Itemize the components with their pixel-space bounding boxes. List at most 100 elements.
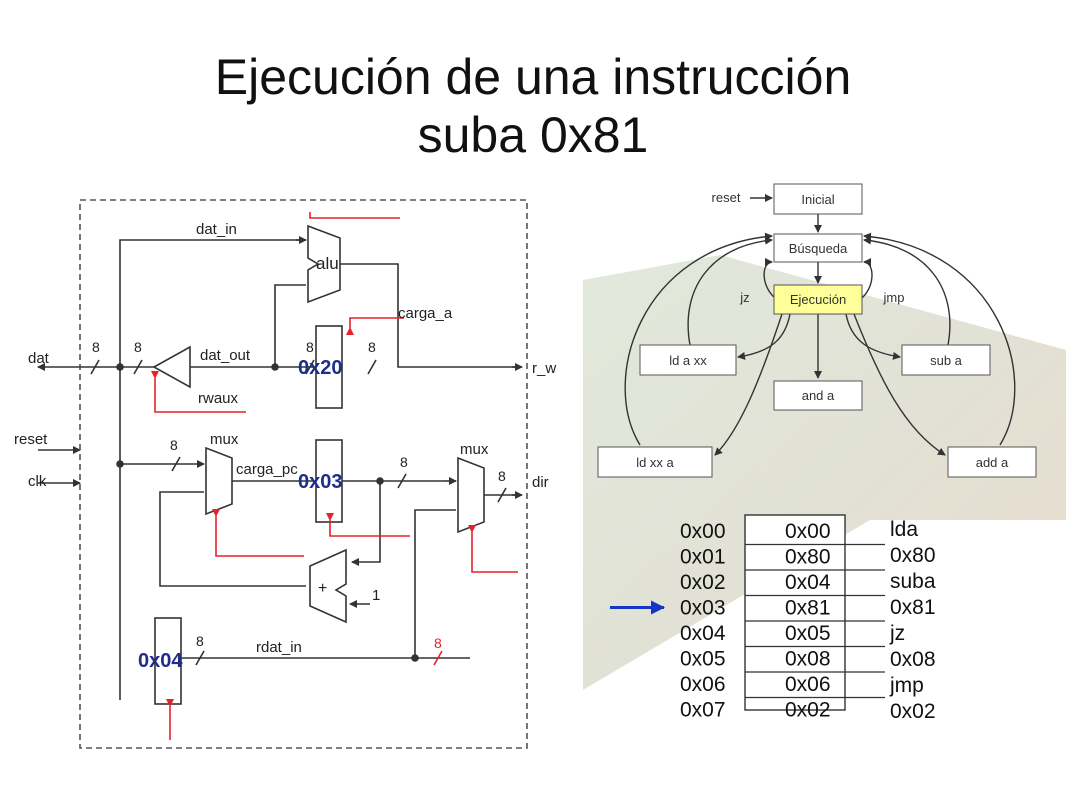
bus-width-label: 8 — [196, 633, 204, 649]
slide-title: Ejecución de una instrucción suba 0x81 — [0, 48, 1066, 164]
mux-1 — [205, 446, 233, 516]
state-anda-label: and a — [802, 388, 835, 403]
memory-value: 0x05 — [785, 622, 831, 645]
bus-slashes — [90, 359, 507, 666]
bus-width-label: 8 — [368, 339, 376, 355]
state-inicial — [773, 183, 863, 215]
edge-to-ldxx — [714, 313, 783, 456]
memory-value: 0x02 — [785, 699, 831, 722]
memory-address: 0x00 — [680, 520, 726, 543]
state-busqueda-label: Búsqueda — [789, 241, 848, 256]
register-pc — [315, 439, 343, 523]
wire-dat-in — [119, 239, 306, 700]
mux-2 — [457, 456, 485, 534]
state-anda — [773, 380, 863, 411]
label-rdat-in: rdat_in — [256, 639, 302, 656]
label-plus: + — [318, 580, 327, 597]
edge-to-lda — [737, 313, 791, 360]
alu-block — [307, 224, 341, 304]
state-suba — [901, 344, 991, 376]
junction — [411, 654, 419, 662]
state-machine: Inicial Búsqueda Ejecución ld a xx sub a… — [597, 183, 1037, 478]
bus-width-label: 8 — [498, 468, 506, 484]
decoded-instruction: 0x02 — [890, 700, 936, 723]
memory-address: 0x05 — [680, 648, 726, 671]
memory-value: 0x00 — [785, 520, 831, 543]
state-suba-label: sub a — [930, 353, 963, 368]
edge-label-reset: reset — [712, 190, 741, 205]
bus-width-label: 8 — [170, 437, 178, 453]
memory-value: 0x04 — [785, 571, 831, 594]
edge-adda-back — [863, 232, 1016, 446]
bus-width-labels: 8 8 8 8 8 8 8 8 — [92, 339, 506, 649]
edge-lda-back — [687, 236, 773, 346]
bus-width-label: 8 — [400, 454, 408, 470]
label-dat-out: dat_out — [200, 347, 251, 364]
bus-width-label: 8 — [92, 339, 100, 355]
label-clk: clk — [28, 473, 47, 490]
memory-block — [744, 514, 846, 711]
register-values: 0x20 0x03 0x04 — [138, 357, 343, 672]
decoded-instruction: 0x08 — [890, 648, 936, 671]
label-one: 1 — [372, 587, 380, 604]
state-inicial-label: Inicial — [801, 192, 834, 207]
state-busqueda — [773, 233, 863, 263]
memory-address: 0x01 — [680, 546, 726, 569]
label-alu: alu — [316, 254, 339, 273]
wire-pc-to-adder — [351, 481, 381, 566]
label-dir: dir — [532, 474, 549, 491]
register-pc-value: 0x03 — [298, 471, 343, 493]
edge-ldxx-back — [624, 232, 773, 446]
datapath-labels: dat_in alu carga_a dat dat_out rwaux r_w… — [14, 221, 556, 656]
title-line-2: suba 0x81 — [417, 107, 649, 163]
memory-value: 0x81 — [785, 597, 831, 620]
state-ldxx — [597, 446, 713, 478]
decoded-instruction: jz — [889, 622, 905, 645]
state-lda — [639, 344, 737, 376]
state-adda — [947, 446, 1037, 478]
memory-value: 0x08 — [785, 648, 831, 671]
state-ldxx-label: ld xx a — [636, 455, 674, 470]
junction — [271, 363, 279, 371]
decoded-instruction: suba — [890, 570, 936, 593]
label-mux-1: mux — [210, 431, 239, 448]
edge-label-jmp: jmp — [883, 290, 905, 305]
label-dat: dat — [28, 350, 50, 367]
title-line-1: Ejecución de una instrucción — [214, 49, 852, 105]
register-a-value: 0x20 — [298, 357, 343, 379]
register-rdat-value: 0x04 — [138, 650, 183, 672]
state-lda-label: ld a xx — [669, 353, 707, 368]
memory-value: 0x06 — [785, 673, 831, 696]
register-a — [315, 325, 343, 409]
memory-address: 0x03 — [680, 597, 726, 620]
bus-width-label: 8 — [306, 339, 314, 355]
adder-block — [309, 548, 347, 624]
decoded-instruction: 0x80 — [890, 544, 936, 567]
label-mux-2: mux — [460, 441, 489, 458]
state-ejecucion-label: Ejecución — [790, 292, 846, 307]
bus-width-label-control: 8 — [434, 635, 442, 651]
memory-address: 0x02 — [680, 571, 726, 594]
edge-to-suba — [845, 313, 901, 360]
label-carga-pc: carga_pc — [236, 461, 298, 478]
datapath-diagram — [37, 199, 528, 749]
wire-alu-out — [340, 263, 520, 368]
edge-to-adda — [853, 313, 946, 456]
label-rwaux: rwaux — [198, 390, 239, 407]
decoded-instruction: 0x81 — [890, 596, 936, 619]
edge-label-jz: jz — [739, 290, 749, 305]
memory-value: 0x80 — [785, 546, 831, 569]
wire-mux2-b — [414, 509, 456, 658]
memory-address: 0x07 — [680, 699, 726, 722]
label-r-w: r_w — [532, 360, 556, 377]
edge-suba-back — [863, 236, 951, 346]
edge-jz — [763, 258, 776, 299]
memory-address: 0x06 — [680, 673, 726, 696]
control-signals — [151, 212, 518, 740]
wire-mux1-b — [159, 491, 306, 587]
memory-address: 0x04 — [680, 622, 726, 645]
state-adda-label: add a — [976, 455, 1009, 470]
label-dat-in: dat_in — [196, 221, 237, 238]
